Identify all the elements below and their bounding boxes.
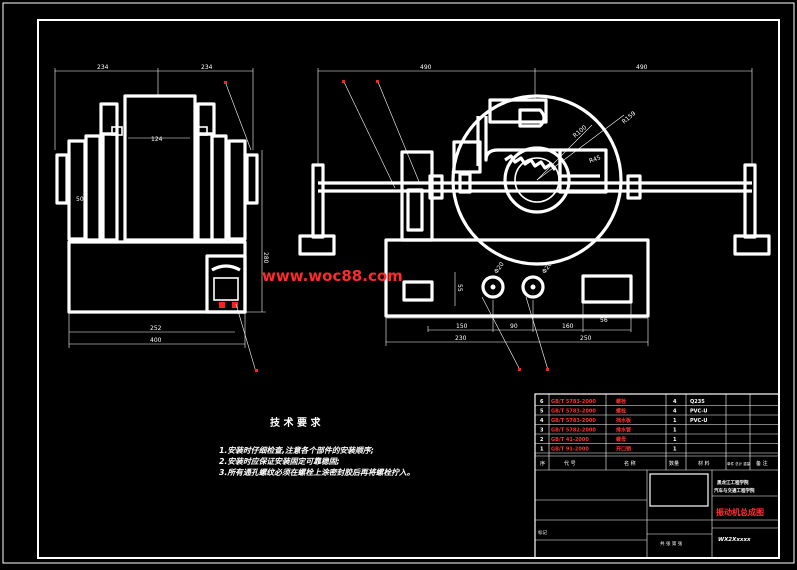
parts-row-seq: 1 [540,447,544,453]
parts-row-name: 螺母 [616,436,626,443]
tech-req-item-3: 3.所有通孔螺纹必须在螺栓上涂密封胶后再将螺栓拧入。 [219,468,415,477]
parts-row-name: 开口销 [616,446,631,453]
parts-row-seq: 4 [540,418,544,424]
drawing-title: 振动机总成图 [716,507,764,517]
front-view: 490 490 R100 R159 R45 [298,64,771,371]
signature-label: 标记 [538,529,547,536]
parts-row-code: GB/T 91-2000 [551,447,589,453]
col-mat: 材 料 [698,460,710,467]
dim-right-b6: 250 [580,335,592,342]
drawing-number: WX2Xxxxx [718,537,751,543]
dim-right-top-b: 490 [636,64,648,71]
parts-row-code: GB/T 5783-2000 [551,409,596,415]
dim-left-bottom-a: 252 [150,325,162,332]
dim-left-center: 124 [151,136,163,143]
parts-row-name: 排水管 [616,427,631,434]
parts-row-mat: Q235 [690,399,705,405]
dim-right-b5: 230 [455,335,467,342]
technical-requirements: 技 术 要 求 1.安装时仔细检查,注意各个部件的安装顺序; 2.安装时应保证安… [219,416,415,477]
sheet-count: 共 张 第 张 [660,540,683,547]
parts-row-qty: 4 [673,399,677,405]
dim-right-b2: 90 [510,323,518,330]
department-name: 汽车与交通工程学院 [714,487,755,494]
dim-right-b4: 56 [600,317,608,324]
dim-right-vert: 55 [456,284,463,292]
school-name: 黑龙江工程学院 [717,479,749,486]
col-qty: 数量 [669,460,679,467]
dim-left-side: 50 [76,196,84,203]
parts-row-qty: 1 [673,418,677,424]
parts-row-name: 螺栓 [616,398,626,405]
tech-req-title: 技 术 要 求 [270,416,321,429]
parts-row-qty: 4 [673,409,677,415]
parts-row-mat: PVC-U [690,409,707,415]
col-remark: 备 注 [756,460,768,467]
dim-right-b3: 160 [562,323,574,330]
dim-left-top-b: 234 [201,64,213,71]
parts-row-code: GB/T 5782-2000 [551,428,596,434]
sheet-inner-border [37,19,780,559]
dim-left-height: 280 [262,252,269,264]
parts-row-name: 挡水板 [615,417,632,424]
dim-left-bottom-b: 400 [150,337,162,344]
dim-right-b1: 150 [456,323,468,330]
col-name: 名 称 [624,460,636,467]
parts-row-qty: 1 [673,447,677,453]
parts-row-qty: 1 [673,428,677,434]
parts-row-seq: 3 [540,428,544,434]
parts-row-seq: 2 [540,437,544,443]
watermark-text: www.woc88.com [262,267,403,285]
dim-right-r2: R159 [621,110,638,126]
parts-row-mat: PVC-U [690,418,707,424]
tech-req-item-1: 1.安装时仔细检查,注意各个部件的安装顺序; [219,446,374,455]
side-view: 234 234 124 50 280 2 [54,64,269,373]
parts-row-code: GB/T 5783-2000 [551,399,596,405]
col-code: 代 号 [564,460,576,467]
parts-row-seq: 6 [540,399,544,405]
parts-row-code: GB/T 41-2000 [551,437,589,443]
parts-row-qty: 1 [673,437,677,443]
parts-row-seq: 5 [540,409,544,415]
parts-row-name: 螺栓 [616,408,626,415]
dim-right-r3: R45 [588,154,602,165]
dim-right-d1: Φ20 [493,261,506,275]
dim-left-top-a: 234 [97,64,109,71]
col-seq: 序 [540,460,545,467]
parts-row-code: GB/T 5783-2000 [551,418,596,424]
dim-right-top-a: 490 [420,64,432,71]
col-weight: 单件 总计 重量 [727,461,751,466]
tech-req-item-2: 2.安装时应保证安装固定可靠稳固; [219,457,340,466]
